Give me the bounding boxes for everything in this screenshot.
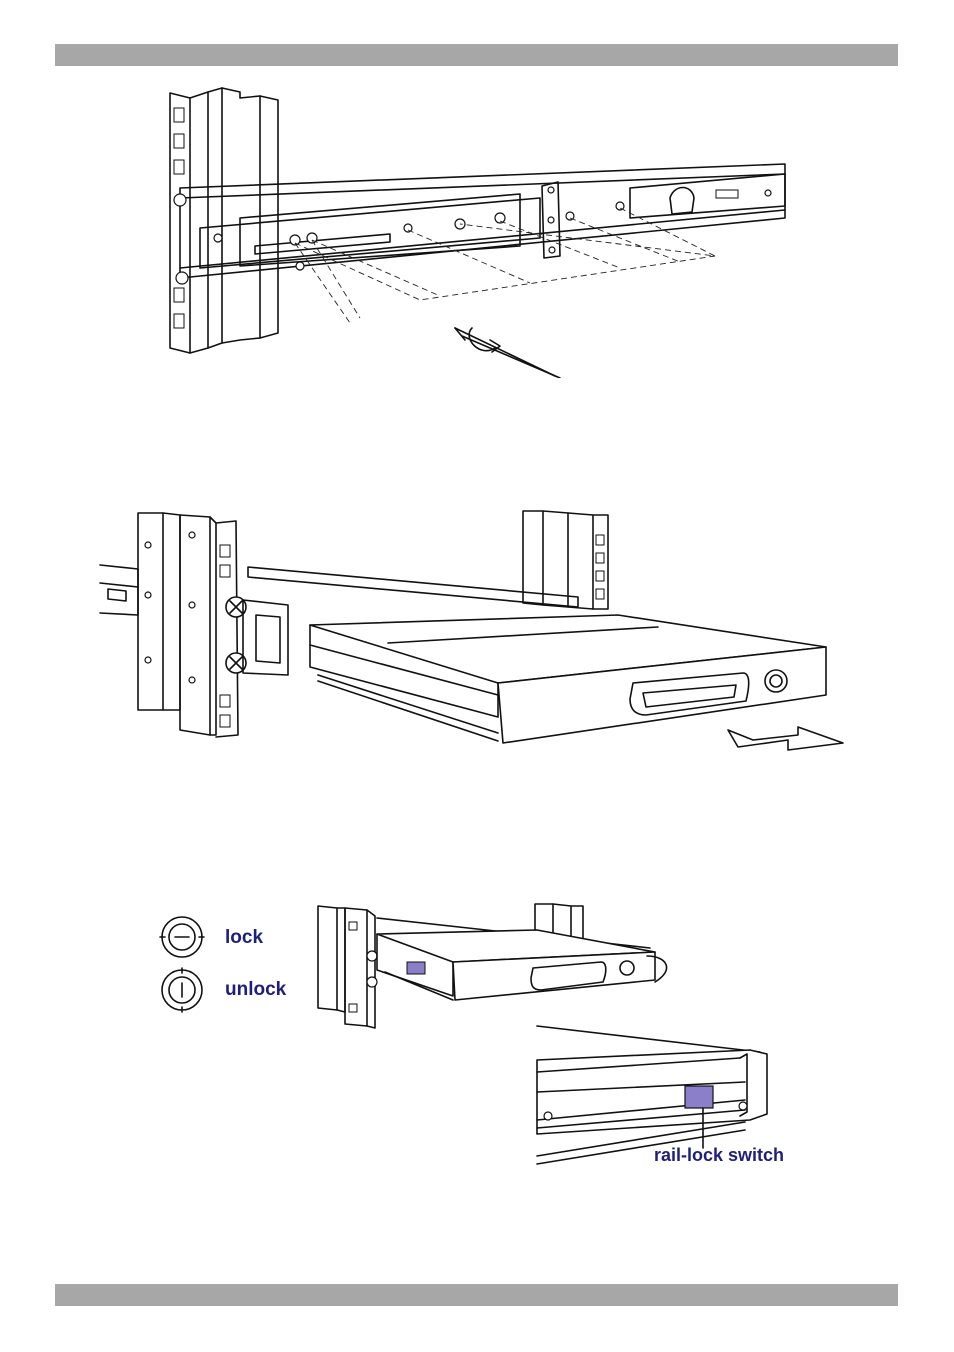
footer-bar bbox=[55, 1284, 898, 1306]
header-bar bbox=[55, 44, 898, 66]
unlock-label: unlock bbox=[225, 979, 286, 1001]
drawer-slide-illustration bbox=[98, 505, 858, 780]
lock-label: lock bbox=[225, 927, 263, 949]
lock-knob-illustration bbox=[157, 915, 207, 1025]
rail-lock-highlight-small bbox=[407, 962, 425, 974]
rail-attach-illustration bbox=[160, 78, 800, 378]
rail-lock-switch-highlight bbox=[685, 1086, 713, 1108]
rack-drawer-illustration bbox=[315, 900, 680, 1030]
rail-lock-switch-label: rail-lock switch bbox=[654, 1145, 784, 1166]
